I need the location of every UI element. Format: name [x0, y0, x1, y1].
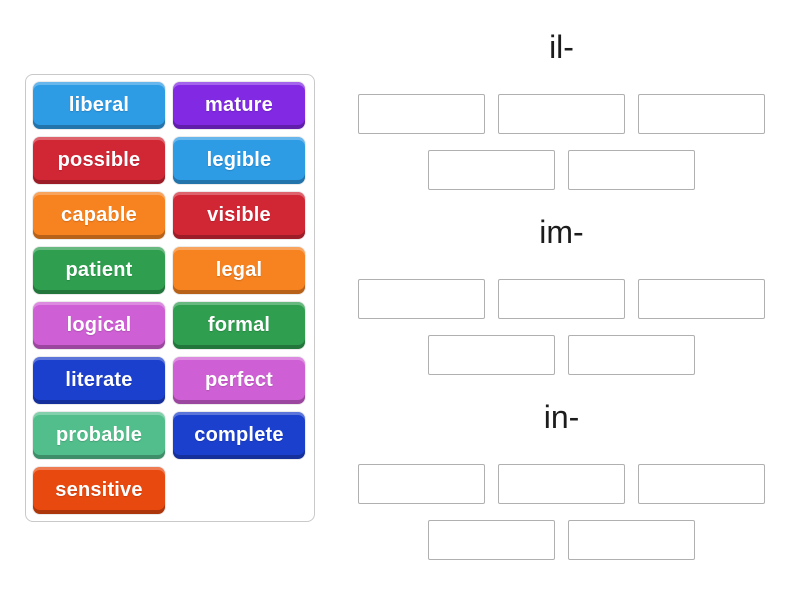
- drop-slot[interactable]: [358, 279, 485, 319]
- group-header: in-: [543, 399, 580, 435]
- word-tile[interactable]: sensitive: [33, 467, 165, 514]
- slot-row-top: [358, 464, 765, 504]
- drop-slot[interactable]: [498, 94, 625, 134]
- drop-slot[interactable]: [638, 279, 765, 319]
- word-tile[interactable]: possible: [33, 137, 165, 184]
- drop-slot[interactable]: [568, 520, 695, 560]
- word-tile[interactable]: visible: [173, 192, 305, 239]
- group-header: im-: [539, 214, 584, 250]
- word-tile-label: visible: [207, 204, 271, 226]
- word-tile-label: sensitive: [55, 479, 143, 501]
- drop-slot[interactable]: [428, 520, 555, 560]
- word-tile-label: capable: [61, 204, 137, 226]
- drop-slot[interactable]: [498, 464, 625, 504]
- group-section: il-: [358, 25, 765, 210]
- slot-row-bottom: [358, 150, 765, 190]
- word-tile-label: logical: [66, 314, 132, 336]
- word-tile-label: mature: [205, 94, 273, 116]
- drop-slot[interactable]: [428, 150, 555, 190]
- slot-row-top: [358, 94, 765, 134]
- word-tile[interactable]: complete: [173, 412, 305, 459]
- word-tile-label: perfect: [204, 369, 274, 391]
- drop-slot[interactable]: [568, 335, 695, 375]
- word-tile[interactable]: patient: [33, 247, 165, 294]
- word-tile[interactable]: literate: [33, 357, 165, 404]
- word-tile-label: legible: [206, 149, 272, 171]
- word-tile-label: formal: [207, 314, 271, 336]
- drop-slot[interactable]: [568, 150, 695, 190]
- group-section: im-: [358, 210, 765, 395]
- word-tile[interactable]: legible: [173, 137, 305, 184]
- word-tile[interactable]: capable: [33, 192, 165, 239]
- word-bank-panel: liberal mature possible legible capable …: [25, 74, 315, 522]
- slot-row-top: [358, 279, 765, 319]
- group-sort-area: il- im- in-: [358, 25, 765, 580]
- slot-row-bottom: [358, 520, 765, 560]
- word-tile-label: probable: [55, 424, 143, 446]
- word-tile-label: literate: [65, 369, 133, 391]
- word-tile-label: patient: [65, 259, 133, 281]
- word-tile-label: legal: [215, 259, 263, 281]
- slot-row-bottom: [358, 335, 765, 375]
- word-tile[interactable]: logical: [33, 302, 165, 349]
- word-tile[interactable]: formal: [173, 302, 305, 349]
- drop-slot[interactable]: [638, 94, 765, 134]
- word-tile-label: liberal: [68, 94, 130, 116]
- drop-slot[interactable]: [358, 94, 485, 134]
- word-tile[interactable]: mature: [173, 82, 305, 129]
- word-tile[interactable]: perfect: [173, 357, 305, 404]
- drop-slot[interactable]: [638, 464, 765, 504]
- word-tile-label: complete: [194, 424, 284, 446]
- drop-slot[interactable]: [358, 464, 485, 504]
- group-section: in-: [358, 395, 765, 580]
- drop-slot[interactable]: [428, 335, 555, 375]
- word-tile-label: possible: [57, 149, 141, 171]
- group-header: il-: [549, 29, 574, 65]
- word-tile[interactable]: legal: [173, 247, 305, 294]
- word-tile[interactable]: probable: [33, 412, 165, 459]
- drop-slot[interactable]: [498, 279, 625, 319]
- word-tile[interactable]: liberal: [33, 82, 165, 129]
